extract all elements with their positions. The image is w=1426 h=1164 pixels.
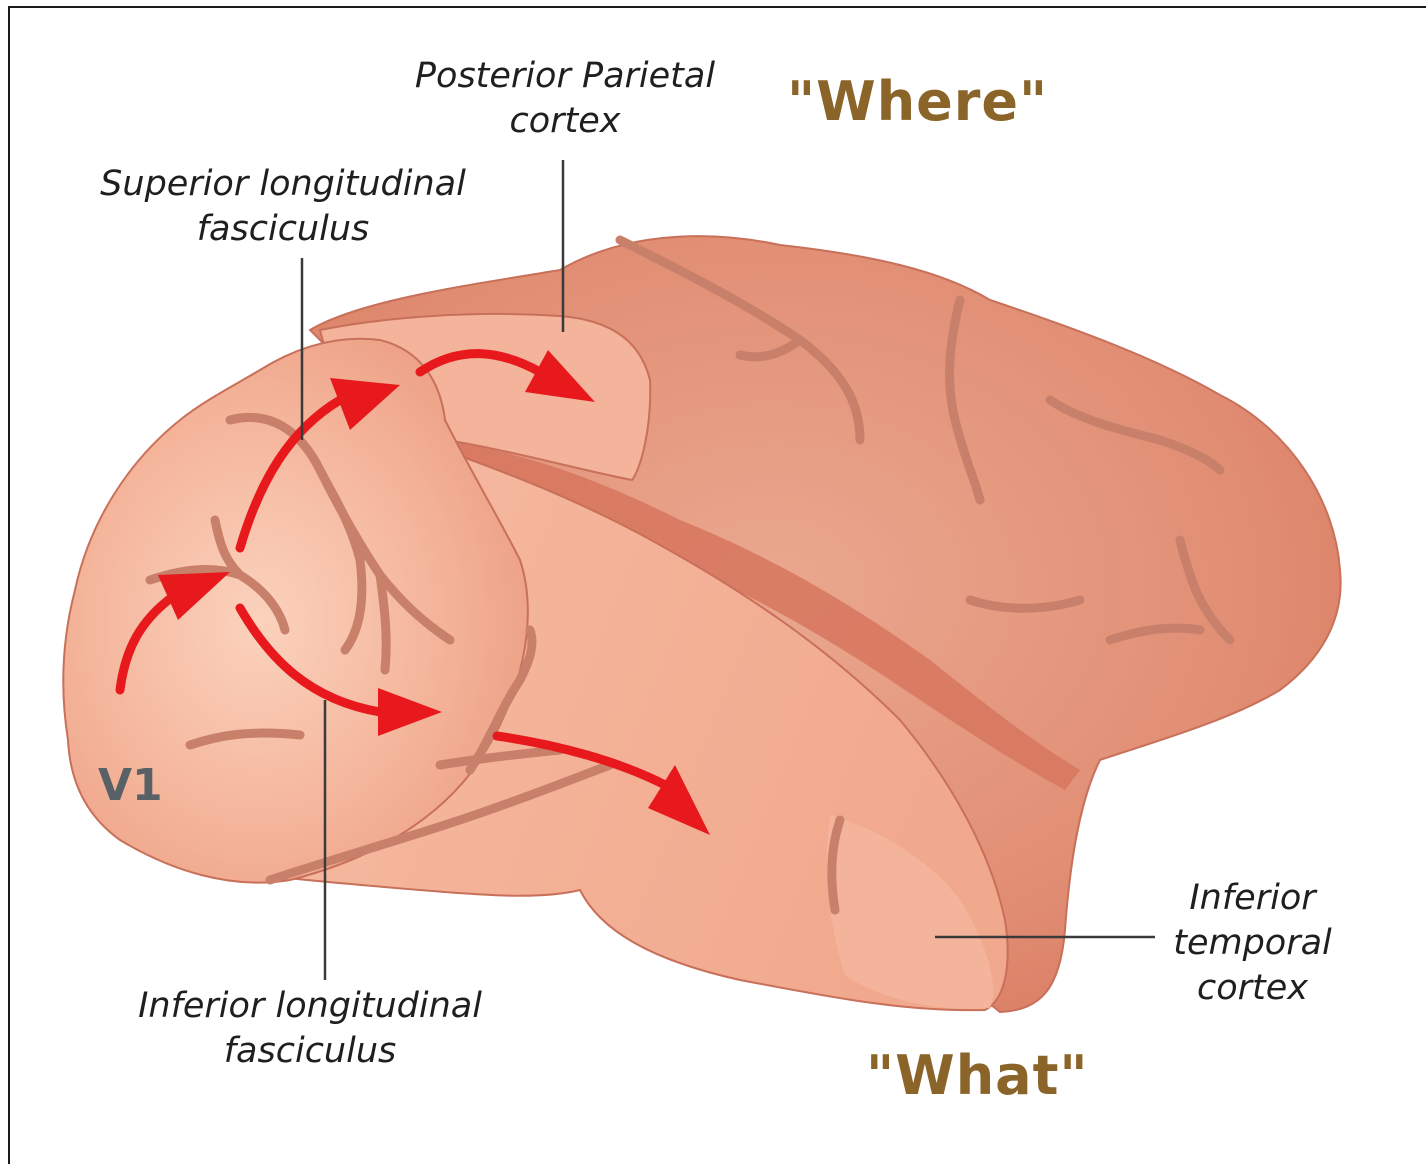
label-inferior-temporal-line1: Inferior xyxy=(1160,876,1345,921)
label-superior-longitudinal-line1: Superior longitudinal xyxy=(78,162,488,207)
label-inferior-temporal-line3: cortex xyxy=(1160,966,1345,1011)
label-inferior-longitudinal-fasciculus: Inferior longitudinal fasciculus xyxy=(115,984,505,1074)
v1-label: V1 xyxy=(98,760,163,811)
what-stream-label: "What" xyxy=(866,1044,1089,1107)
label-superior-longitudinal-line2: fasciculus xyxy=(78,207,488,252)
label-superior-longitudinal-fasciculus: Superior longitudinal fasciculus xyxy=(78,162,488,252)
label-inferior-temporal-cortex: Inferior temporal cortex xyxy=(1160,876,1345,1011)
label-inferior-temporal-line2: temporal xyxy=(1160,921,1345,966)
where-stream-label: "Where" xyxy=(787,70,1048,133)
label-posterior-parietal-cortex: Posterior Parietal cortex xyxy=(395,54,735,144)
label-posterior-parietal-line2: cortex xyxy=(395,99,735,144)
label-posterior-parietal-line1: Posterior Parietal xyxy=(395,54,735,99)
label-inferior-longitudinal-line1: Inferior longitudinal xyxy=(115,984,505,1029)
label-inferior-longitudinal-line2: fasciculus xyxy=(115,1029,505,1074)
